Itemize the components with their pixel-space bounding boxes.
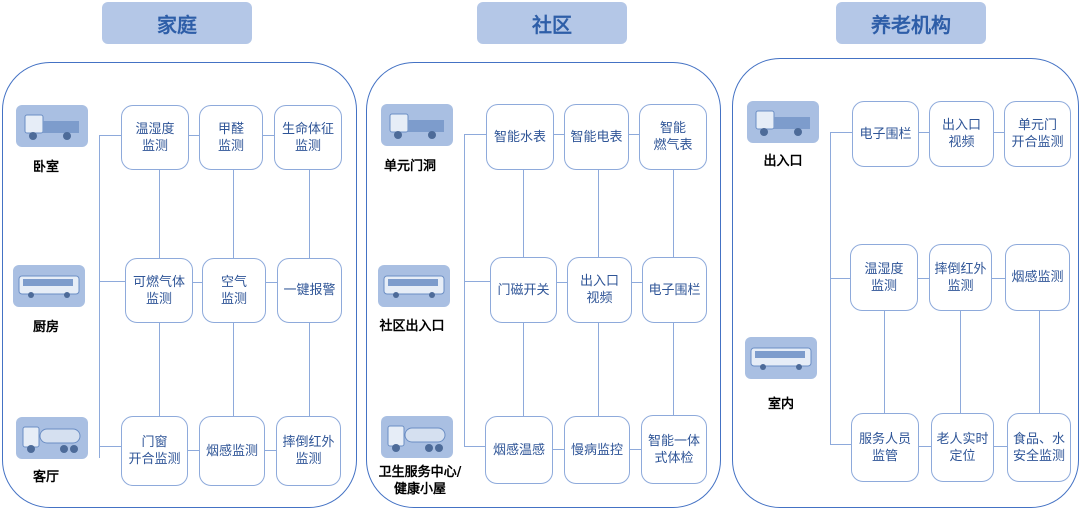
section-panel-community [366,62,721,508]
location-label: 单元门洞 [383,159,436,174]
monitor-node: 智能电表 [564,104,629,170]
connector-line [1039,311,1040,415]
connector-line [960,311,961,415]
connector-line [993,446,1007,447]
section-panel-elderly-care [732,58,1079,508]
connector-line [830,132,831,445]
connector-line [265,282,277,283]
location-label: 卧室 [32,160,59,175]
connector-line [188,135,200,136]
tanker-truck-icon [381,416,453,458]
monitor-node: 甲醛 监测 [199,105,263,170]
connector-line [884,311,885,415]
connector-line [552,449,566,450]
monitor-node: 烟感温感 [485,416,553,484]
monitor-node: 单元门 开合监测 [1004,101,1071,167]
connector-line [99,446,121,447]
monitor-node: 摔倒红外 监测 [929,244,992,311]
tanker-truck-icon [16,417,88,459]
truck-icon [16,105,88,147]
truck-icon [747,101,819,143]
location-label: 出入口 [763,154,803,169]
connector-line [917,278,930,279]
connector-line [556,282,568,283]
monitor-node: 烟感监测 [199,416,265,486]
section-header-community: 社区 [477,2,627,44]
connector-line [628,134,640,135]
monitor-node: 电子围栏 [852,101,919,167]
section-header-home: 家庭 [102,2,252,44]
bus-icon [378,265,450,307]
bus-icon [745,337,817,379]
monitor-node: 智能一体 式体检 [641,415,707,484]
section-panel-home [2,62,357,508]
monitor-node: 烟感监测 [1005,244,1070,311]
monitor-node: 生命体征 监测 [274,105,342,170]
connector-line [991,278,1006,279]
truck-icon [381,104,453,146]
connector-line [188,450,200,451]
bus-icon [13,265,85,307]
location-label: 客厅 [32,470,59,485]
monitor-node: 出入口 视频 [567,257,632,323]
connector-line [99,135,100,458]
connector-line [993,132,1004,133]
connector-line [830,278,851,279]
section-header-elderly-care: 养老机构 [836,2,986,44]
connector-line [192,282,202,283]
connector-line [99,281,125,282]
location-label: 室内 [767,397,794,412]
connector-line [265,450,277,451]
monitor-node: 慢病监控 [564,416,630,484]
monitor-node: 温湿度 监测 [850,244,918,311]
connector-line [263,135,275,136]
location-label: 厨房 [32,320,59,335]
monitor-node: 门磁开关 [490,257,557,323]
connector-line [99,135,121,136]
connector-line [464,281,490,282]
location-label: 卫生服务中心/ 健康小屋 [378,465,462,497]
connector-line [553,134,565,135]
monitor-node: 门窗 开合监测 [121,416,188,486]
connector-line [830,444,852,445]
monitor-node: 可燃气体 监测 [125,258,193,323]
monitor-node: 电子围栏 [642,257,707,323]
connector-line [830,132,852,133]
monitor-node: 空气 监测 [202,258,266,323]
monitor-node: 智能 燃气表 [639,104,707,170]
monitor-node: 温湿度 监测 [121,105,189,170]
monitor-node: 老人实时 定位 [931,413,994,482]
connector-line [918,132,930,133]
connector-line [918,446,932,447]
connector-line [631,282,643,283]
monitor-node: 服务人员 监管 [851,413,919,482]
monitor-node: 摔倒红外 监测 [276,416,341,486]
connector-line [464,446,486,447]
monitor-node: 食品、水 安全监测 [1007,413,1071,482]
monitor-node: 出入口 视频 [929,101,994,167]
connector-line [464,134,465,446]
location-label: 社区出入口 [379,319,445,334]
monitor-node: 一键报警 [277,258,342,323]
monitor-node: 智能水表 [486,104,554,170]
connector-line [464,134,486,135]
connector-line [629,449,642,450]
